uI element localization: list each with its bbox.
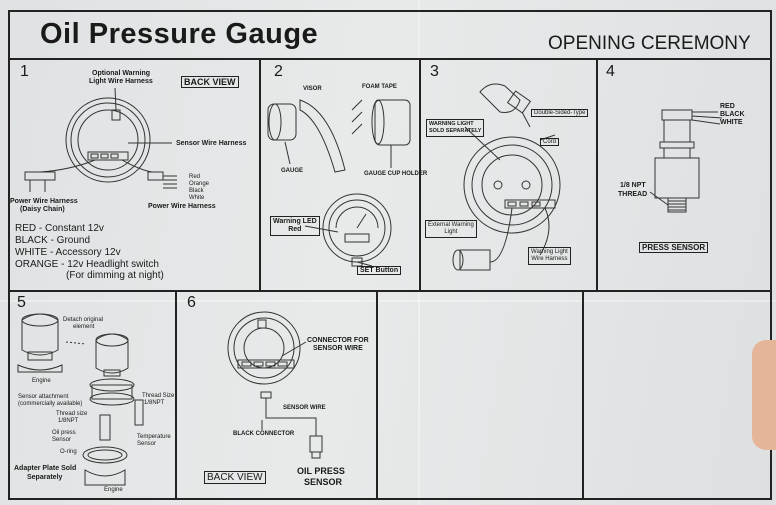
- daisy-chain-label: (Daisy Chain): [20, 206, 65, 213]
- sensor-wire-label: SENSOR WIRE: [283, 405, 326, 411]
- connector-label: CONNECTOR FOR: [307, 337, 369, 344]
- gauge-label: GAUGE: [281, 168, 304, 174]
- step-number: 3: [430, 63, 439, 80]
- grid-line-middle: [8, 290, 772, 292]
- gauge-face-drawing: [304, 193, 392, 267]
- grid-divider: [175, 290, 177, 500]
- step-number: 5: [17, 294, 26, 311]
- sensor-label: Sensor: [52, 437, 72, 443]
- page-subtitle: OPENING CEREMONY: [548, 33, 751, 54]
- legend-white: WHITE - Accessory 12v: [15, 247, 121, 258]
- set-button-label: SET Button: [357, 266, 402, 275]
- thread-label: THREAD: [618, 191, 648, 198]
- wire-harness-line: Wire Harness: [531, 256, 568, 262]
- npt-thread-label: 1/8 NPT: [620, 182, 646, 189]
- o-ring-label: O-ring: [60, 449, 77, 455]
- power-wire-daisy-label: Power Wire Harness: [10, 198, 78, 205]
- oil-press-label: Oil press: [52, 430, 76, 436]
- detach-label: Detach original: [63, 317, 104, 323]
- adapter-install-drawing: [17, 313, 144, 486]
- element-label: element: [73, 324, 95, 330]
- wire-black-label: Black: [189, 188, 204, 194]
- oil-press-label: OIL PRESS: [297, 466, 345, 476]
- legend-dimming: (For dimming at night): [66, 270, 164, 281]
- grid-divider: [259, 58, 261, 292]
- pressure-sensor-drawing: [649, 109, 723, 213]
- press-sensor-label: PRESS SENSOR: [639, 242, 709, 253]
- grid-divider: [582, 290, 584, 500]
- sensor-label: SENSOR: [304, 477, 343, 487]
- thread-size-label: Thread size: [56, 411, 88, 417]
- light-line: Light: [444, 229, 458, 235]
- warning-light-line: WARNING LIGHT: [429, 121, 474, 127]
- legend-black: BLACK - Ground: [15, 235, 91, 246]
- visor-mount-drawing: [267, 99, 411, 173]
- wire-orange-label: Orange: [189, 181, 210, 187]
- thread-size-label: Thread Size: [142, 393, 175, 399]
- thread-size-value: 1/8NPT: [58, 418, 79, 424]
- double-sided-type-label: Double-Sided-Type: [531, 109, 589, 117]
- temperature-sensor-line: Sensor: [137, 441, 157, 447]
- step-number: 1: [20, 63, 29, 80]
- wire-black-label: BLACK: [720, 111, 745, 118]
- gauge-cup-holder-label: GAUGE CUP HOLDER: [364, 171, 428, 177]
- warning-light-sold-separately-label: WARNING LIGHT SOLD SEPARATELY: [426, 119, 485, 137]
- thumb-image: [752, 340, 776, 450]
- step-number: 6: [187, 294, 196, 311]
- external-warning-light-label: External Warning Light: [425, 220, 477, 238]
- wire-red-label: Red: [189, 174, 201, 180]
- legend-orange: ORANGE - 12v Headlight switch: [15, 259, 159, 270]
- power-wire-harness-label: Power Wire Harness: [148, 203, 216, 210]
- cord-label: Cord: [540, 138, 560, 146]
- step-number: 4: [606, 63, 615, 80]
- page-title: Oil Pressure Gauge: [40, 18, 319, 50]
- warning-light-line: Warning Light: [531, 249, 568, 255]
- gauge-back-drawing: [24, 87, 177, 192]
- sensor-wire-line: SENSOR WIRE: [313, 345, 363, 352]
- sensor-wire-harness-label: Sensor Wire Harness: [176, 140, 247, 147]
- step-number: 2: [274, 63, 283, 80]
- grid-divider: [419, 58, 421, 292]
- paper-fold: [0, 300, 776, 302]
- grid-divider: [376, 290, 378, 500]
- grid-line-top: [8, 58, 772, 60]
- engine-label: Engine: [32, 378, 51, 384]
- temperature-sensor-label: Temperature: [137, 434, 171, 440]
- engine-label: Engine: [104, 487, 123, 493]
- back-view-label: BACK VIEW: [181, 76, 239, 88]
- sold-separately-line: SOLD SEPARATELY: [429, 128, 482, 134]
- grid-divider: [596, 58, 598, 292]
- adapter-plate-label: Adapter Plate Sold: [14, 465, 77, 472]
- wire-red-label: RED: [720, 103, 735, 110]
- sensor-attachment-label: Sensor attachment: [18, 394, 69, 400]
- wire-white-label: White: [189, 195, 205, 201]
- sheet-border: [8, 10, 772, 500]
- warning-light-install-drawing: [452, 83, 561, 271]
- optional-warning-label: Optional Warning: [92, 70, 151, 77]
- black-connector-label: BLACK CONNECTOR: [233, 431, 295, 437]
- visor-label: VISOR: [303, 86, 322, 92]
- back-view-label: BACK VIEW: [204, 471, 266, 484]
- foam-tape-label: FOAM TAPE: [362, 84, 397, 90]
- commercially-available-label: (commercially available): [18, 401, 83, 407]
- warning-led-color: Red: [288, 226, 302, 233]
- external-warning-line: External Warning: [428, 222, 474, 228]
- legend-red: RED - Constant 12v: [15, 223, 104, 234]
- wire-white-label: WHITE: [720, 119, 743, 126]
- thread-size-value: 1/8NPT: [144, 400, 165, 406]
- separately-label: Separately: [27, 474, 63, 481]
- light-wire-harness-label: Light Wire Harness: [89, 78, 153, 85]
- warning-light-harness-label: Warning Light Wire Harness: [528, 247, 571, 265]
- warning-led-line: Warning LED: [273, 218, 317, 225]
- sensor-connection-drawing: [227, 311, 323, 459]
- warning-led-label: Warning LED Red: [270, 216, 320, 236]
